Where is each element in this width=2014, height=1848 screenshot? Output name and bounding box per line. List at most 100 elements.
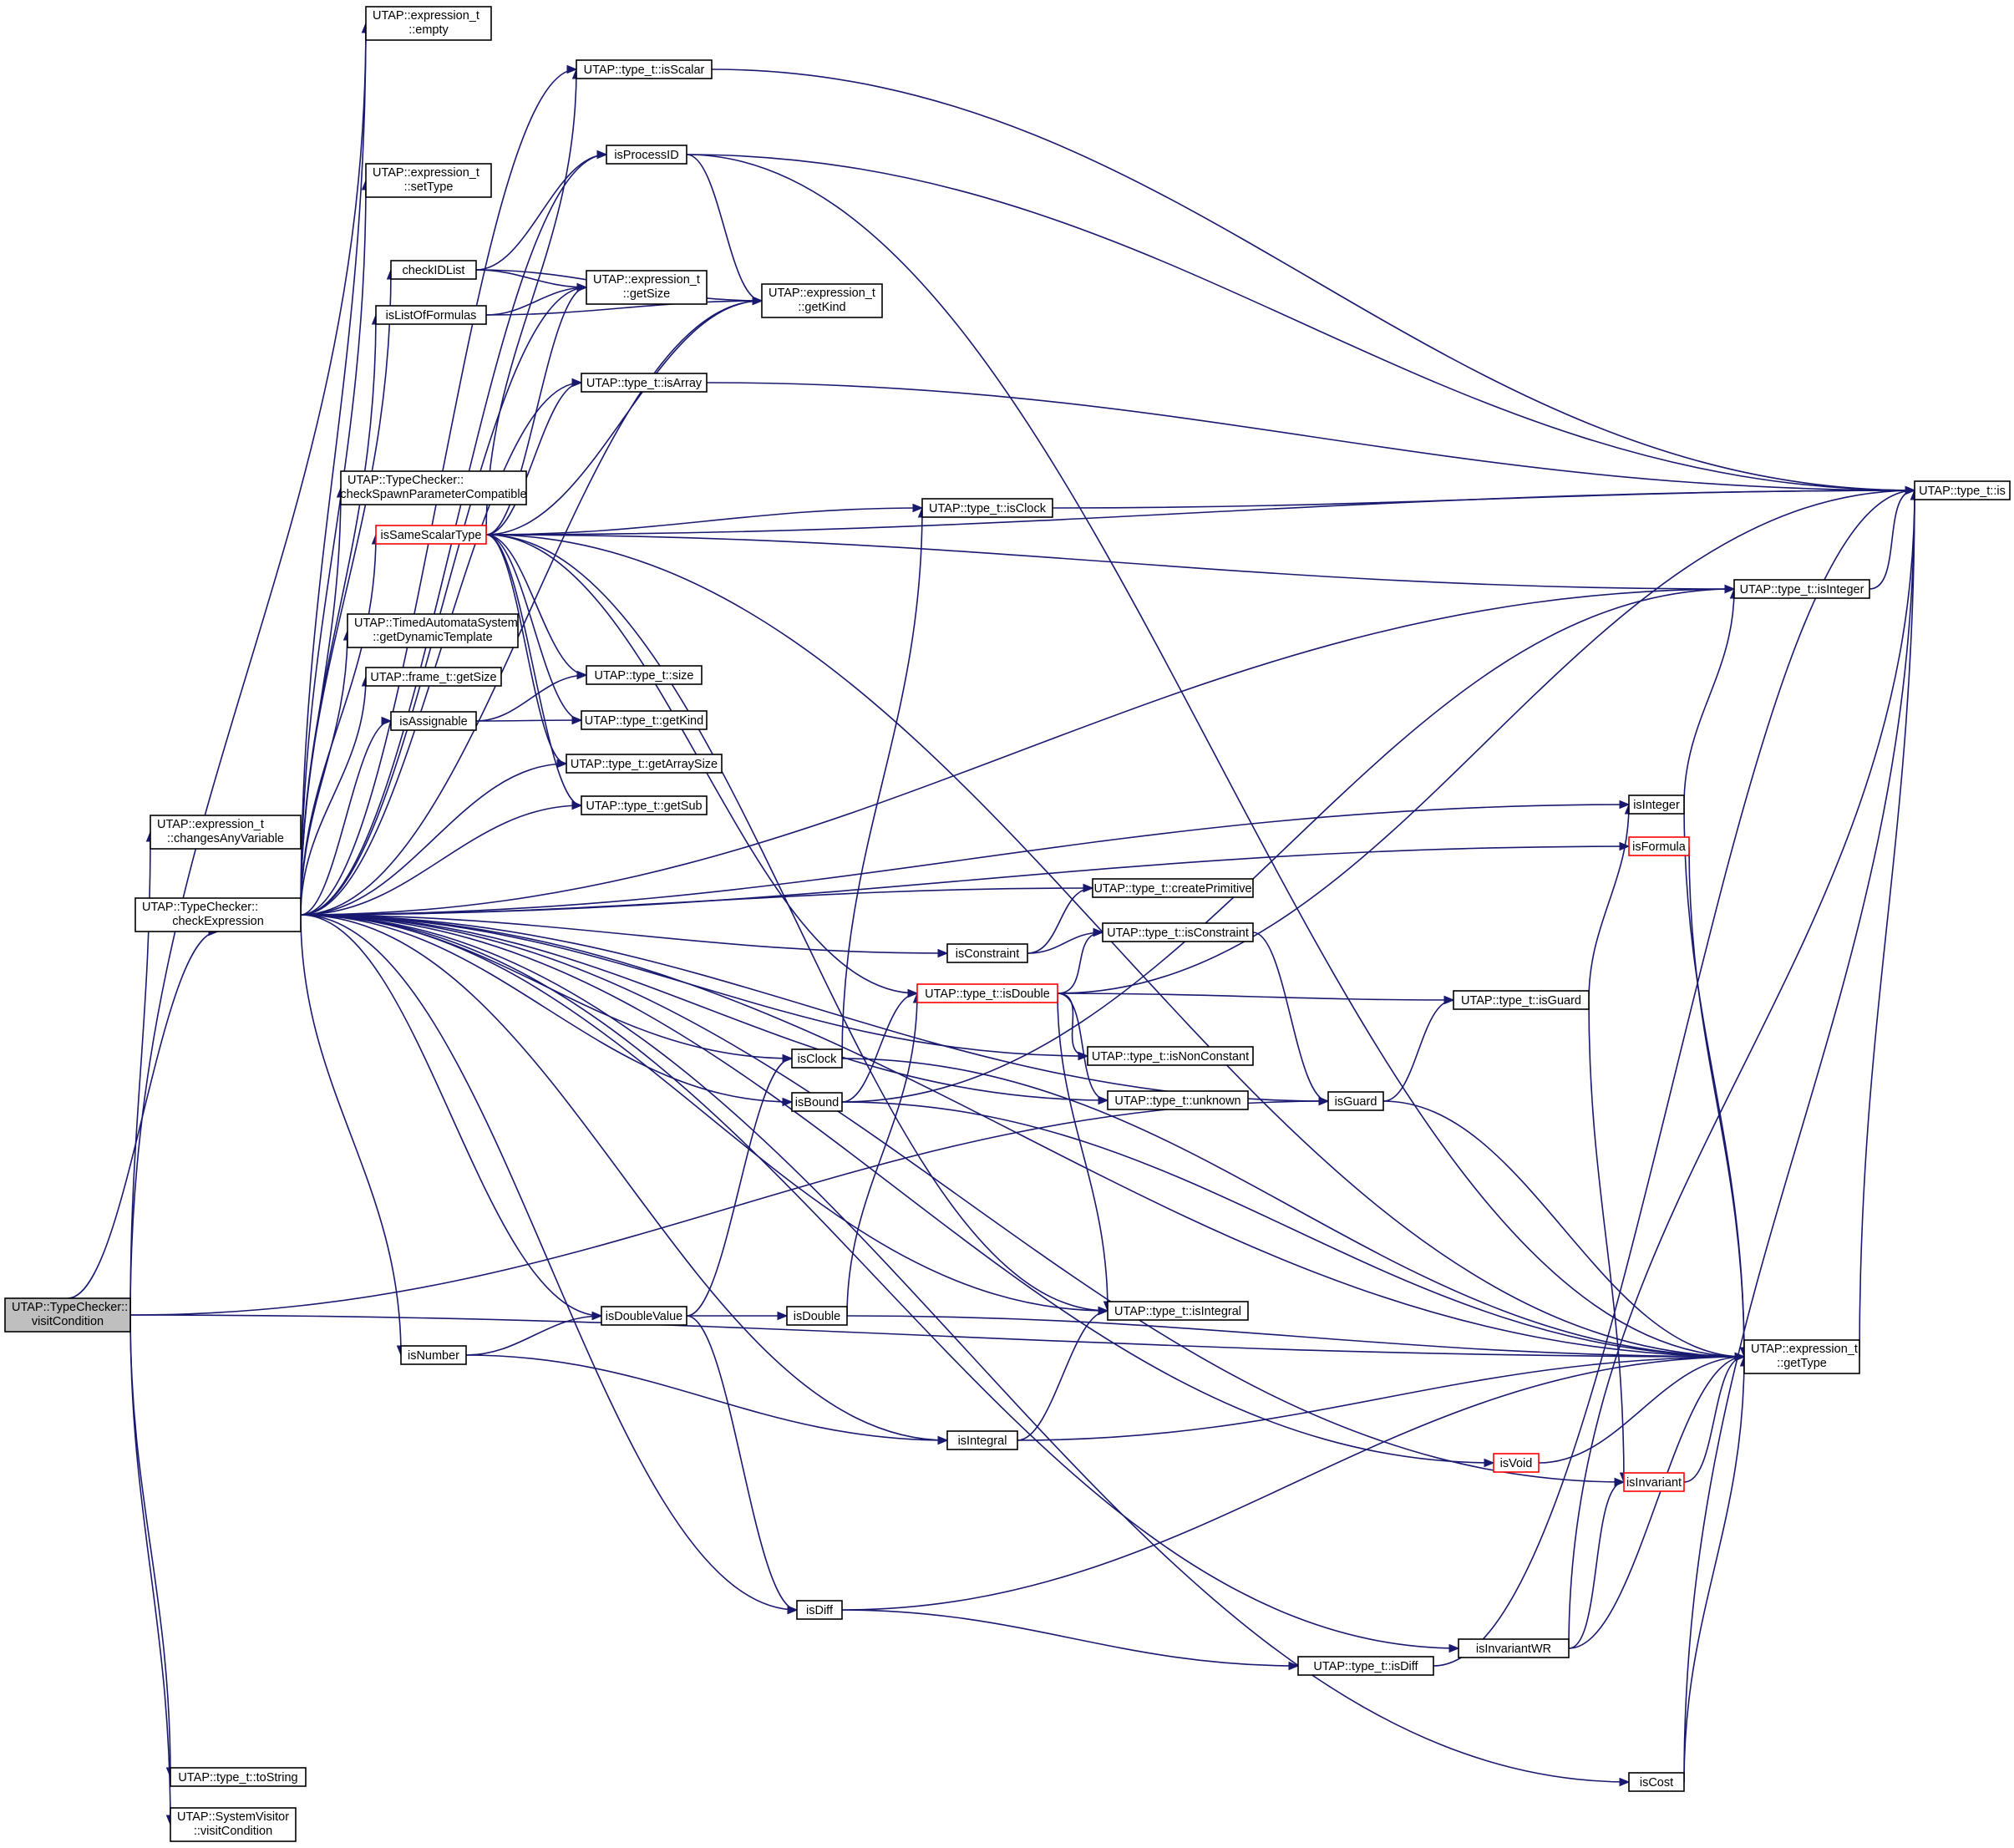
edge-isProcessID-to-typeIs	[686, 154, 1916, 495]
node-isIntegral[interactable]: isIntegral	[946, 1430, 1018, 1450]
node-visitCondition[interactable]: UTAP::TypeChecker::visitCondition	[4, 1297, 131, 1333]
node-isDoubleType[interactable]: UTAP::type_t::isDouble	[916, 983, 1058, 1003]
edge-line	[1683, 1356, 1745, 1783]
node-isVoid[interactable]: isVoid	[1493, 1453, 1540, 1473]
edge-line	[300, 588, 1735, 916]
node-label: checkSpawnParameterCompatible	[340, 488, 526, 501]
node-isCost[interactable]: isCost	[1628, 1772, 1685, 1792]
node-getType[interactable]: UTAP::expression_t::getType	[1743, 1339, 1860, 1374]
edge-arrowhead	[1484, 1458, 1495, 1468]
node-getSub[interactable]: UTAP::type_t::getSub	[581, 795, 708, 815]
node-isAssignable[interactable]: isAssignable	[390, 711, 477, 731]
edge-line	[300, 914, 1745, 1358]
edge-arrowhead	[596, 150, 608, 160]
node-label: isDouble	[794, 1310, 840, 1323]
edge-line	[1568, 1356, 1745, 1649]
node-toString[interactable]: UTAP::type_t::toString	[170, 1767, 307, 1787]
edge-line	[1588, 999, 1625, 1483]
node-isDouble[interactable]: isDouble	[786, 1306, 848, 1326]
node-sysVisitCondition[interactable]: UTAP::SystemVisitor::visitCondition	[170, 1807, 297, 1842]
node-checkSpawn[interactable]: UTAP::TypeChecker::checkSpawnParameterCo…	[340, 470, 527, 505]
node-isArray[interactable]: UTAP::type_t::isArray	[581, 373, 708, 393]
edge-isClock-to-isClockType	[841, 506, 927, 1059]
node-exprGetKind[interactable]: UTAP::expression_t::getKind	[761, 283, 883, 318]
node-isProcessID[interactable]: isProcessID	[606, 145, 687, 165]
node-label: UTAP::expression_t	[769, 287, 875, 300]
edge-checkExpression-to-isCost	[300, 914, 1631, 1787]
edge-line	[300, 180, 367, 916]
edge-isSameScalarType-to-getArraySize	[485, 534, 568, 769]
node-isInvariant[interactable]: isInvariant	[1623, 1472, 1685, 1492]
node-isNonConstant[interactable]: UTAP::type_t::isNonConstant	[1087, 1046, 1254, 1066]
node-createPrimitive[interactable]: UTAP::type_t::createPrimitive	[1092, 878, 1254, 898]
edge-arrowhead	[1443, 995, 1455, 1005]
edge-arrowhead	[1098, 1306, 1109, 1316]
edge-line	[1027, 887, 1093, 954]
node-box	[1087, 1046, 1254, 1066]
edge-line	[1683, 490, 1915, 1783]
node-unknown[interactable]: UTAP::type_t::unknown	[1107, 1090, 1249, 1110]
edge-line	[300, 887, 1093, 916]
node-box	[150, 815, 302, 850]
node-typeGetKind[interactable]: UTAP::type_t::getKind	[581, 710, 708, 730]
node-label: UTAP::type_t::getSub	[586, 800, 702, 813]
node-label: isInvariant	[1626, 1476, 1682, 1490]
node-box	[581, 795, 708, 815]
node-checkExpression[interactable]: UTAP::TypeChecker::checkExpression	[134, 897, 302, 932]
node-label: UTAP::type_t::isClock	[929, 502, 1047, 515]
node-isInvariantWR[interactable]: isInvariantWR	[1458, 1638, 1570, 1658]
node-isDoubleValue[interactable]: isDoubleValue	[601, 1306, 687, 1326]
node-isBound[interactable]: isBound	[791, 1092, 843, 1112]
edge-line	[1017, 1310, 1108, 1441]
node-isListOfFormulas[interactable]: isListOfFormulas	[375, 305, 487, 325]
node-isInteger[interactable]: isInteger	[1628, 795, 1685, 815]
node-isIntegralType[interactable]: UTAP::type_t::isIntegral	[1107, 1301, 1249, 1321]
node-typeIs[interactable]: UTAP::type_t::is	[1914, 480, 2011, 500]
node-isIntegerType[interactable]: UTAP::type_t::isInteger	[1733, 579, 1870, 599]
edge-checkExpression-to-isIntegral	[300, 914, 949, 1445]
edge-line	[1588, 804, 1630, 1001]
edge-isArray-to-typeIs	[706, 382, 1916, 495]
node-box	[566, 754, 723, 774]
node-getDynamicTemplate[interactable]: UTAP::TimedAutomataSystem::getDynamicTem…	[347, 613, 519, 648]
edge-line	[1252, 932, 1329, 1102]
node-typeSize[interactable]: UTAP::type_t::size	[586, 665, 703, 685]
node-isSameScalarType[interactable]: isSameScalarType	[375, 525, 487, 545]
node-isGuardType[interactable]: UTAP::type_t::isGuard	[1453, 990, 1590, 1010]
node-empty[interactable]: UTAP::expression_t::empty	[365, 6, 492, 41]
edge-line	[129, 1314, 171, 1778]
node-isDiffType[interactable]: UTAP::type_t::isDiff	[1297, 1656, 1434, 1676]
edge-visitCondition-to-empty	[129, 22, 371, 1316]
edge-arrowhead	[571, 800, 583, 810]
node-box	[390, 260, 477, 280]
edge-isCost-to-typeIs	[1683, 489, 1920, 1783]
node-box	[586, 665, 703, 685]
edge-line	[1057, 993, 1108, 1101]
node-isConstraint[interactable]: isConstraint	[946, 943, 1028, 963]
node-box	[365, 6, 492, 41]
node-isFormula[interactable]: isFormula	[1628, 836, 1690, 856]
node-box	[921, 498, 1053, 518]
node-isClock[interactable]: isClock	[791, 1048, 843, 1069]
node-frameGetSize[interactable]: UTAP::frame_t::getSize	[365, 667, 502, 687]
node-isClockType[interactable]: UTAP::type_t::isClock	[921, 498, 1053, 518]
edge-line	[485, 300, 763, 536]
node-isScalar[interactable]: UTAP::type_t::isScalar	[576, 59, 713, 79]
node-label: isClock	[798, 1053, 837, 1066]
node-isConstraintType[interactable]: UTAP::type_t::isConstraint	[1102, 922, 1254, 942]
node-isGuard[interactable]: isGuard	[1327, 1091, 1384, 1111]
node-isDiff[interactable]: isDiff	[796, 1600, 843, 1620]
node-label: checkIDList	[403, 264, 465, 277]
node-box	[581, 710, 708, 730]
node-checkIDList[interactable]: checkIDList	[390, 260, 477, 280]
edge-arrowhead	[1318, 1096, 1330, 1106]
node-isNumber[interactable]: isNumber	[400, 1345, 467, 1365]
node-label: isSameScalarType	[381, 529, 482, 542]
node-exprGetSize[interactable]: UTAP::expression_t::getSize	[586, 270, 708, 305]
edge-line	[841, 507, 923, 1059]
node-setType[interactable]: UTAP::expression_t::setType	[365, 163, 492, 198]
node-label: isDoubleValue	[606, 1310, 682, 1323]
edge-line	[1382, 1100, 1745, 1358]
node-changesAnyVariable[interactable]: UTAP::expression_t::changesAnyVariable	[150, 815, 302, 850]
node-getArraySize[interactable]: UTAP::type_t::getArraySize	[566, 754, 723, 774]
